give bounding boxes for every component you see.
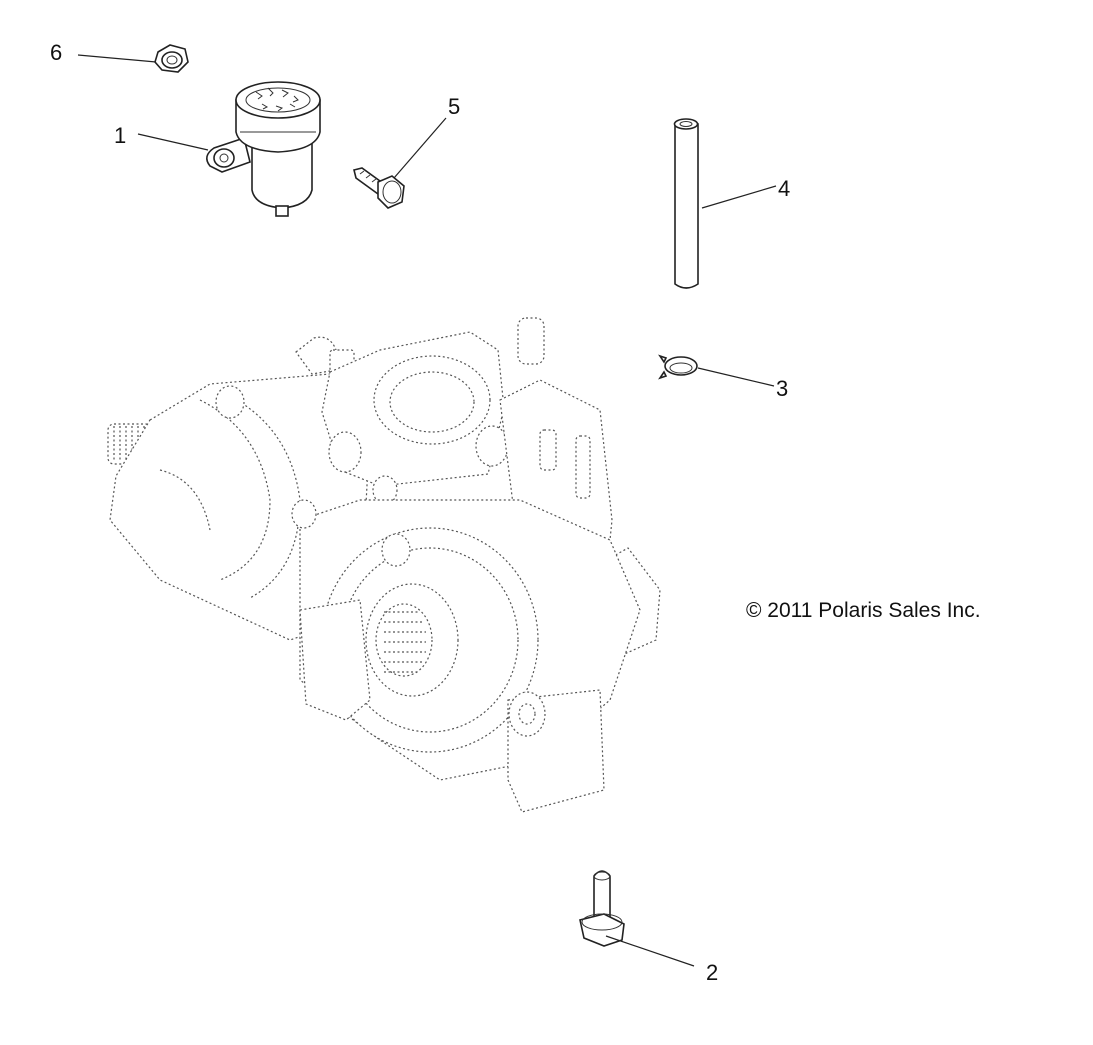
copyright-notice: © 2011 Polaris Sales Inc. bbox=[746, 599, 981, 622]
part-4-hose bbox=[673, 118, 699, 289]
part-5-bolt bbox=[353, 167, 405, 209]
leader-3 bbox=[697, 367, 775, 387]
leader-1 bbox=[137, 133, 209, 151]
callout-3: 3 bbox=[776, 376, 788, 401]
leader-2 bbox=[605, 935, 695, 967]
callout-1: 1 bbox=[114, 123, 126, 148]
part-6-hex-nut bbox=[154, 44, 189, 73]
part-1-reservoir bbox=[206, 81, 321, 217]
leader-6 bbox=[77, 54, 157, 63]
callout-5: 5 bbox=[448, 94, 460, 119]
part-3-clamp bbox=[658, 354, 698, 380]
leader-4 bbox=[701, 185, 777, 209]
gearcase-assembly bbox=[107, 317, 661, 813]
leader-5 bbox=[393, 117, 447, 179]
callout-6: 6 bbox=[50, 40, 62, 65]
callout-4: 4 bbox=[778, 176, 790, 201]
part-2-bolt bbox=[579, 870, 625, 947]
callout-2: 2 bbox=[706, 960, 718, 985]
